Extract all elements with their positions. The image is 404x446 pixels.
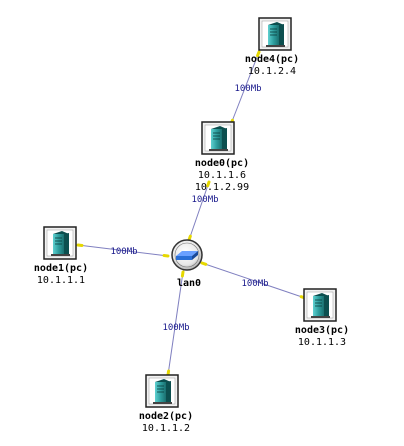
link-port-marker <box>200 261 208 266</box>
node-node2[interactable] <box>145 374 179 408</box>
node-name-label: node2(pc) <box>139 411 193 422</box>
pc-tower-icon <box>303 288 337 322</box>
link-bandwidth-label: 100Mb <box>110 247 137 257</box>
link-bandwidth-label: 100Mb <box>234 84 261 94</box>
link-port-marker <box>180 270 185 278</box>
links-layer <box>76 50 307 377</box>
node-node4[interactable] <box>258 17 292 51</box>
pc-tower-icon <box>258 17 292 51</box>
link-line[interactable] <box>230 51 260 125</box>
node-name-label: node4(pc) <box>245 54 299 65</box>
node-lan0[interactable] <box>171 239 203 271</box>
labels-layer: 100Mb100Mb100Mb100Mb100Mbnode4(pc)10.1.2… <box>34 54 349 434</box>
node-ip-label: 10.1.1.6 <box>198 170 246 181</box>
link-port-marker <box>256 50 261 58</box>
link-line[interactable] <box>77 244 169 257</box>
link-bandwidth-label: 100Mb <box>162 323 189 333</box>
node-name-label: node0(pc) <box>195 158 249 169</box>
link-line[interactable] <box>167 271 184 376</box>
node-ip-label: 10.1.1.2 <box>142 423 190 434</box>
link-bandwidth-label: 100Mb <box>191 195 218 205</box>
link-line[interactable] <box>188 181 210 241</box>
node-node0[interactable] <box>201 121 235 155</box>
node-ip-label: 10.1.1.3 <box>298 337 346 348</box>
node-name-label: lan0 <box>177 278 201 289</box>
pc-tower-icon <box>201 121 235 155</box>
link-bandwidth-label: 100Mb <box>241 279 268 289</box>
link-node1-lan0[interactable] <box>76 243 170 258</box>
link-line[interactable] <box>201 262 306 299</box>
lan-hub-icon <box>171 239 203 271</box>
nodes-layer <box>43 17 337 408</box>
node-ip-label: 10.1.1.1 <box>37 275 85 286</box>
link-port-marker <box>187 234 192 242</box>
node-node3[interactable] <box>303 288 337 322</box>
node-ip-label: 10.1.2.99 <box>195 182 249 193</box>
node-name-label: node1(pc) <box>34 263 88 274</box>
node-name-label: node3(pc) <box>295 325 349 336</box>
link-node0-lan0[interactable] <box>187 180 211 242</box>
node-ip-label: 10.1.2.4 <box>248 66 296 77</box>
pc-tower-icon <box>145 374 179 408</box>
node-node1[interactable] <box>43 226 77 260</box>
pc-tower-icon <box>43 226 77 260</box>
link-port-marker <box>206 180 211 188</box>
